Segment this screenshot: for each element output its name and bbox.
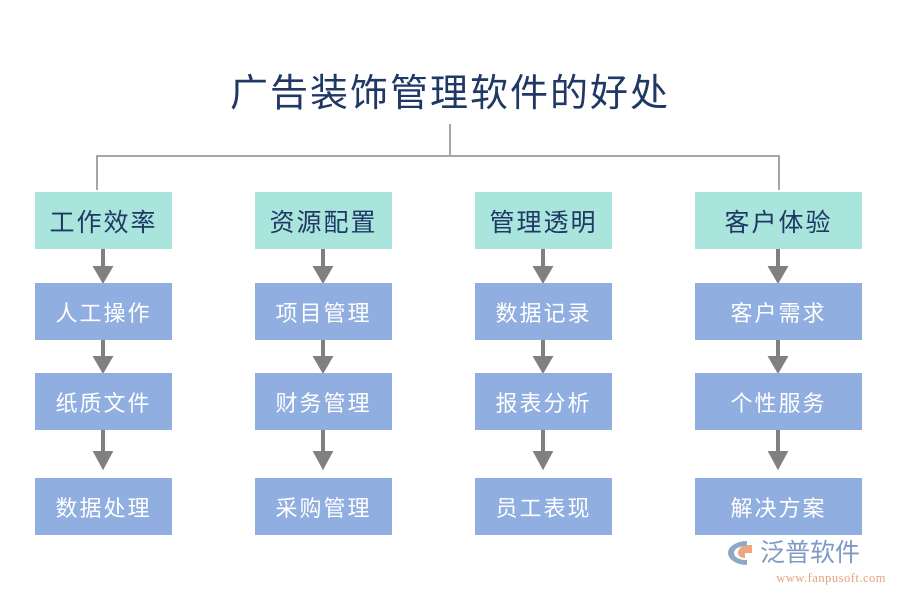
branch-item-2-1[interactable]: 项目管理: [255, 283, 392, 340]
branch-item-4-2[interactable]: 个性服务: [695, 373, 862, 430]
branch-item-1-2[interactable]: 纸质文件: [35, 373, 172, 430]
branch-header-2[interactable]: 资源配置: [255, 192, 392, 249]
branch-item-2-2[interactable]: 财务管理: [255, 373, 392, 430]
branch-item-4-1[interactable]: 客户需求: [695, 283, 862, 340]
branch-item-1-3[interactable]: 数据处理: [35, 478, 172, 535]
watermark-logo: 泛普软件 www.fanpusoft.com: [726, 536, 886, 590]
page-title: 广告装饰管理软件的好处: [229, 73, 670, 115]
fanpu-logo-icon: [726, 538, 756, 568]
branch-item-3-1[interactable]: 数据记录: [475, 283, 612, 340]
watermark-url: www.fanpusoft.com: [776, 571, 886, 585]
branch-item-3-2[interactable]: 报表分析: [475, 373, 612, 430]
branch-item-1-1[interactable]: 人工操作: [35, 283, 172, 340]
branch-header-4[interactable]: 客户体验: [695, 192, 862, 249]
branch-item-3-3[interactable]: 员工表现: [475, 478, 612, 535]
branch-header-1[interactable]: 工作效率: [35, 192, 172, 249]
branch-item-4-3[interactable]: 解决方案: [695, 478, 862, 535]
branch-item-2-3[interactable]: 采购管理: [255, 478, 392, 535]
watermark-brand: 泛普软件: [760, 539, 861, 567]
branch-header-3[interactable]: 管理透明: [475, 192, 612, 249]
